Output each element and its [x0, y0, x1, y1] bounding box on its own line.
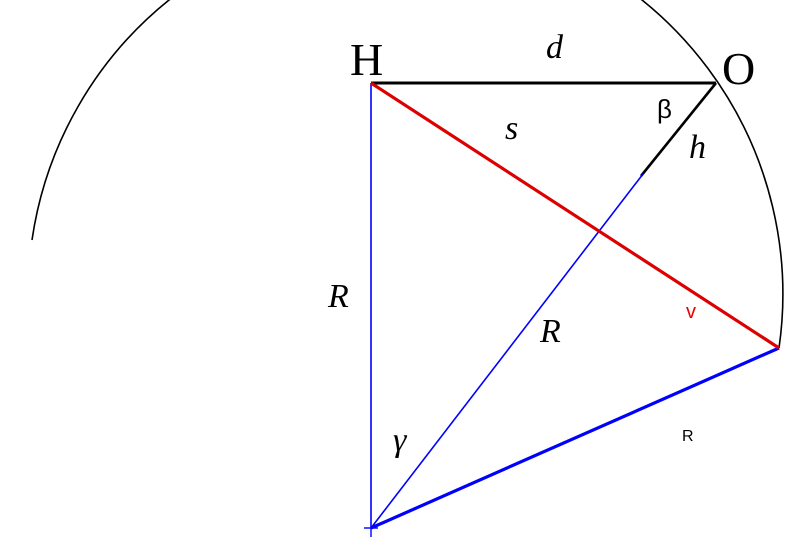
line-h: [639, 82, 718, 177]
label-v: v: [686, 301, 696, 323]
label-H: H: [350, 34, 383, 85]
label-s: s: [505, 110, 518, 147]
label-gamma: γ: [393, 422, 408, 459]
label-beta: β: [657, 94, 672, 124]
label-R-diagonal: R: [539, 313, 561, 350]
radius-diagonal: [370, 173, 644, 529]
label-d: d: [546, 29, 564, 66]
chord-v: [370, 81, 780, 350]
label-R-vertical: R: [327, 278, 349, 315]
label-O: O: [722, 43, 755, 94]
label-R-bottom: R: [682, 428, 694, 445]
earth-surface-arc: [31, 0, 784, 349]
label-h: h: [689, 129, 706, 166]
radius-bottom: [370, 346, 780, 530]
